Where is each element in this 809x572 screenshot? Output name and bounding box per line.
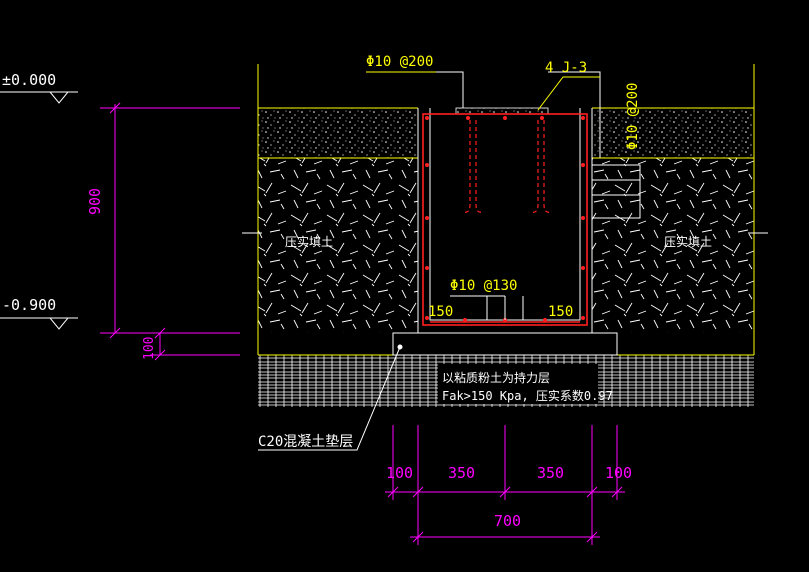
gravel-topsoil-layer	[592, 108, 754, 158]
dim-seg-1: 100	[386, 464, 413, 482]
side-anchor-steps	[592, 164, 641, 219]
anchor-bolt-right	[529, 120, 539, 213]
label-cover-plate: 4 J-3	[545, 60, 587, 76]
anchor-bolts	[461, 120, 553, 213]
left-dimension-chain	[100, 102, 240, 361]
soil-label-left: 压实填土	[285, 234, 333, 249]
compacted-fill-right	[592, 158, 754, 333]
soil-label-right: 压实填土	[664, 234, 712, 249]
dim-cushion-100: 100	[142, 337, 157, 360]
rebar-dots	[425, 116, 585, 322]
dim-depth-900: 900	[86, 188, 104, 215]
dim-seg-2: 350	[448, 464, 475, 482]
dim-seg-3: 350	[537, 464, 564, 482]
foundation-note-line2: Fak>150 Kpa, 压实系数0.97	[442, 388, 613, 403]
anchor-bolt-left	[475, 120, 485, 213]
anchor-bolt-left	[461, 120, 471, 213]
label-side-bar: Φ10 @200	[625, 83, 641, 150]
anchor-bolt-right	[543, 120, 553, 213]
bottom-dimension-chain	[385, 425, 625, 545]
foundation-note-line1: 以粘质粉土为持力层	[442, 370, 550, 385]
soil-layers	[258, 108, 754, 407]
cushion-label: C20混凝土垫层	[258, 434, 353, 450]
cover-seat-left	[430, 71, 464, 108]
dim-seg-4: 100	[605, 464, 632, 482]
c20-cushion-block	[392, 332, 618, 356]
dim-total: 700	[494, 512, 521, 530]
gravel-topsoil-layer	[258, 108, 418, 158]
compacted-fill-left	[258, 158, 418, 333]
level-label-bottom: -0.900	[2, 296, 56, 314]
level-marker-bottom: -0.900	[0, 296, 78, 330]
label-bottom-bar: Φ10 @130	[450, 278, 517, 294]
label-top-bar: Φ10 @200	[366, 54, 433, 70]
rebar-outer-loop	[422, 113, 588, 326]
rebar-annotations: Φ10 @200 4 J-3 Φ10 @200 Φ10 @130 150 150	[366, 54, 641, 320]
level-label-top: ±0.000	[2, 71, 56, 89]
label-cover-right: 150	[548, 304, 573, 320]
cover-plate	[455, 107, 549, 115]
cushion-leader: C20混凝土垫层	[258, 344, 403, 451]
level-marker-top: ±0.000	[0, 71, 78, 104]
label-cover-left: 150	[428, 304, 453, 320]
